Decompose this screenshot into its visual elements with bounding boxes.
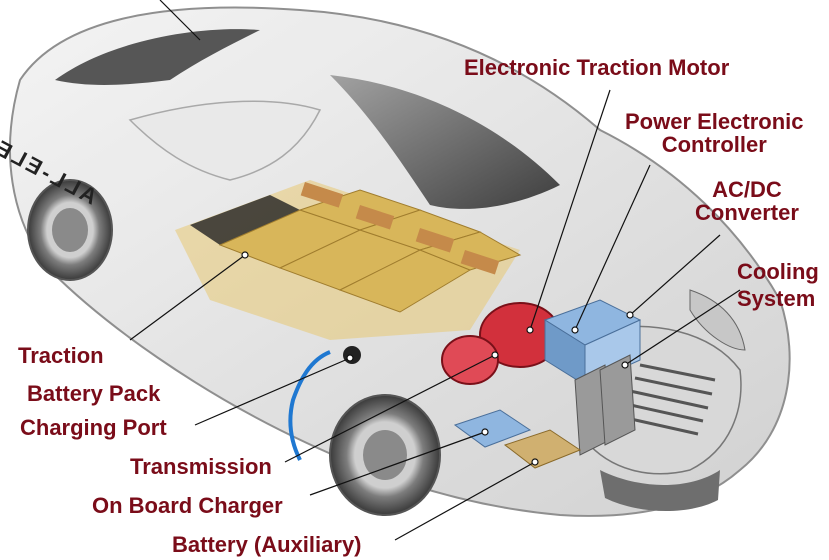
label-power-electronic-line2: Controller	[661, 132, 767, 158]
label-power-electronic-line1: Power Electronic	[625, 109, 804, 134]
wheel-rear	[27, 179, 113, 281]
label-electronic-traction-motor: Electronic Traction Motor	[464, 55, 730, 80]
label-transmission: Transmission	[130, 454, 272, 479]
label-cooling-line2: System	[737, 286, 816, 312]
label-ac-dc-line2: Converter	[695, 200, 799, 226]
charging-cable	[288, 350, 331, 461]
label-traction-line1: Traction	[18, 343, 104, 368]
label-on-board-charger: On Board Charger	[92, 493, 283, 518]
label-ac-dc-line1: AC/DC	[712, 177, 782, 202]
label-traction-line2: Battery Pack	[27, 381, 161, 406]
aux-battery-unit	[503, 429, 582, 469]
wheel-front	[329, 394, 441, 516]
cooling-radiator	[574, 354, 636, 456]
label-charging-port: Charging Port	[20, 415, 167, 440]
label-ac-dc-converter: AC/DC Converter	[695, 178, 799, 224]
leader-dots	[241, 251, 634, 466]
label-power-electronic-controller: Power Electronic Controller	[625, 110, 804, 156]
label-battery-auxiliary: Battery (Auxiliary)	[172, 532, 362, 557]
leader-lines	[129, 0, 741, 541]
onboard-charger-unit	[453, 409, 532, 448]
label-cooling-system: Cooling System	[737, 260, 819, 310]
traction-battery-pack	[175, 180, 522, 340]
label-cooling-line1: Cooling	[737, 259, 819, 284]
charging-port-plug	[343, 346, 361, 364]
